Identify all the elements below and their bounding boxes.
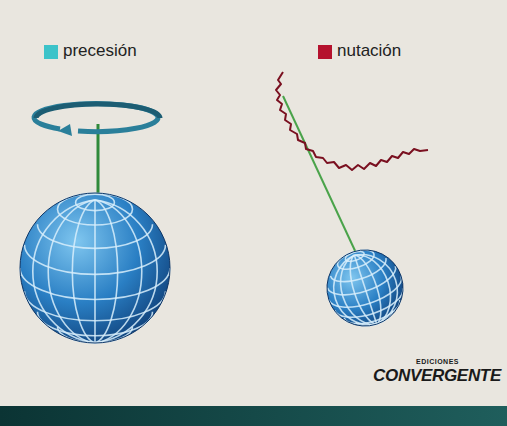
watermark-text: EDICIONES [416, 358, 459, 365]
nutation-path [276, 72, 428, 170]
ring-back [36, 104, 160, 118]
ring-arrowhead [58, 124, 72, 136]
earth-globe [317, 240, 413, 336]
legend-text: precesión [63, 41, 137, 61]
legend-swatch [318, 45, 332, 59]
legend-swatch [44, 45, 58, 59]
watermark-text: CONVERGENTE [373, 366, 501, 386]
legend-text: nutación [337, 41, 401, 61]
bottom-bar [0, 406, 507, 426]
earth-globe [20, 193, 170, 343]
axis-line [283, 96, 357, 255]
